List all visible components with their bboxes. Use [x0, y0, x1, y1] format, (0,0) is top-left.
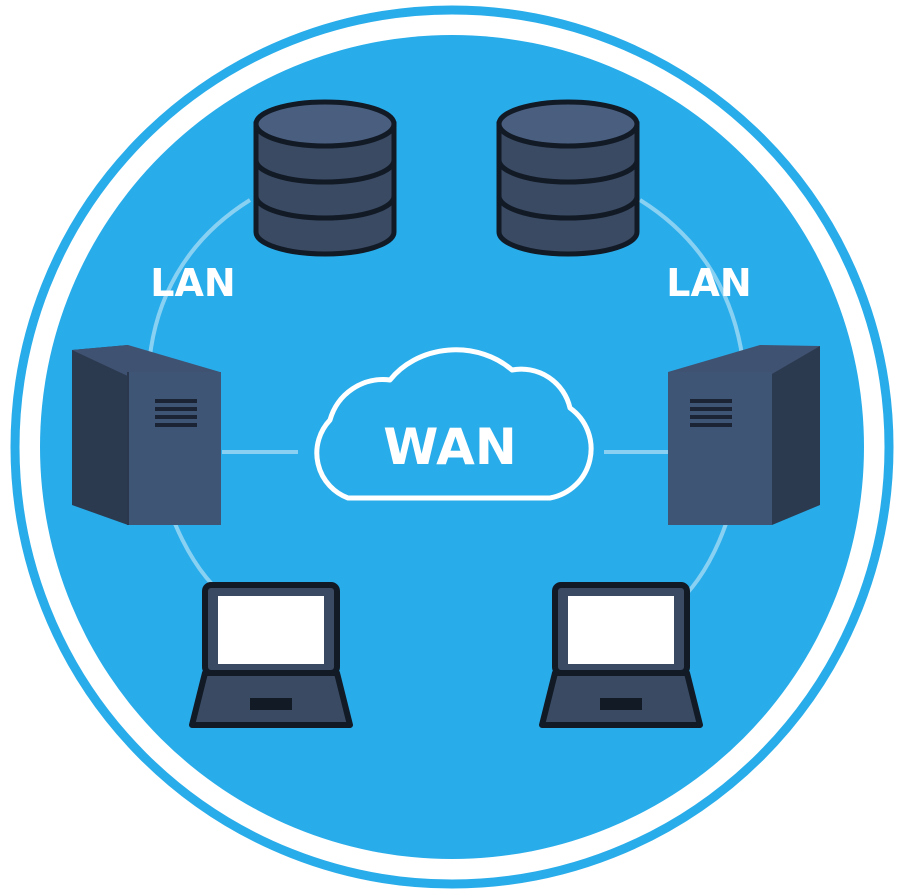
- wan-label: WAN: [383, 418, 516, 476]
- server-tower-icon: [72, 345, 221, 525]
- lan-label-left: LAN: [150, 261, 235, 305]
- laptop-icon: [189, 582, 353, 728]
- server-tower-icon: [668, 345, 820, 525]
- laptop-icon: [539, 582, 703, 728]
- database-icon: [253, 99, 397, 257]
- lan-label-right: LAN: [666, 261, 751, 305]
- cloud-icon: [314, 347, 594, 501]
- database-icon: [496, 99, 640, 257]
